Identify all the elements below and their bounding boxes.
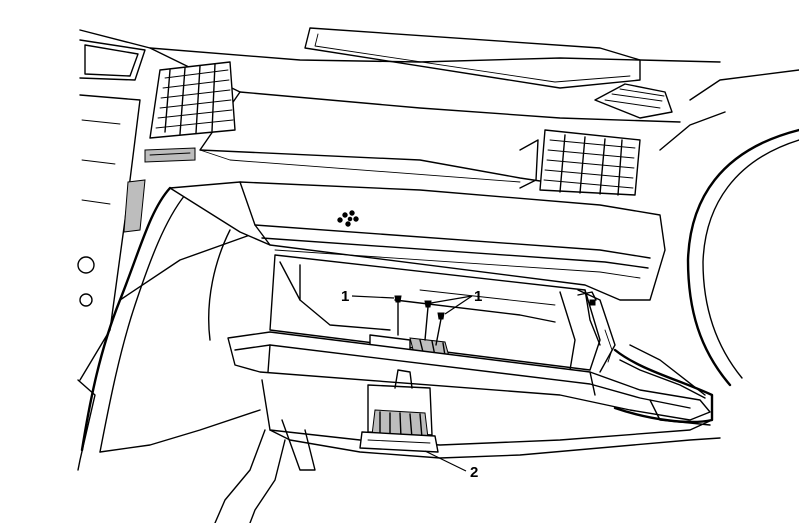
callout-1-right: 1 <box>430 288 482 315</box>
fastener-center <box>424 300 432 341</box>
steering-wheel <box>659 69 799 387</box>
fastener-left <box>394 295 402 336</box>
dash-lower-left <box>80 186 261 453</box>
lid-emblem <box>337 210 359 227</box>
right-air-vent <box>519 129 641 196</box>
fastener-right <box>435 312 445 346</box>
bin-details <box>577 291 613 363</box>
callout-label: 1 <box>474 288 482 305</box>
callout-1-left: 1 <box>341 288 395 305</box>
glove-box-damper <box>359 369 439 453</box>
callout-2: 2 <box>424 450 478 481</box>
glove-box-bin <box>269 254 616 373</box>
defroster-panel <box>304 27 641 89</box>
center-stack <box>77 39 146 471</box>
side-window-vent <box>594 83 673 119</box>
callout-label: 1 <box>341 288 349 305</box>
door-right-edge <box>613 348 714 426</box>
left-air-vent <box>144 61 236 163</box>
glove-box-frame <box>169 181 666 301</box>
glove-box-door <box>227 331 711 421</box>
callout-label: 2 <box>470 464 478 481</box>
